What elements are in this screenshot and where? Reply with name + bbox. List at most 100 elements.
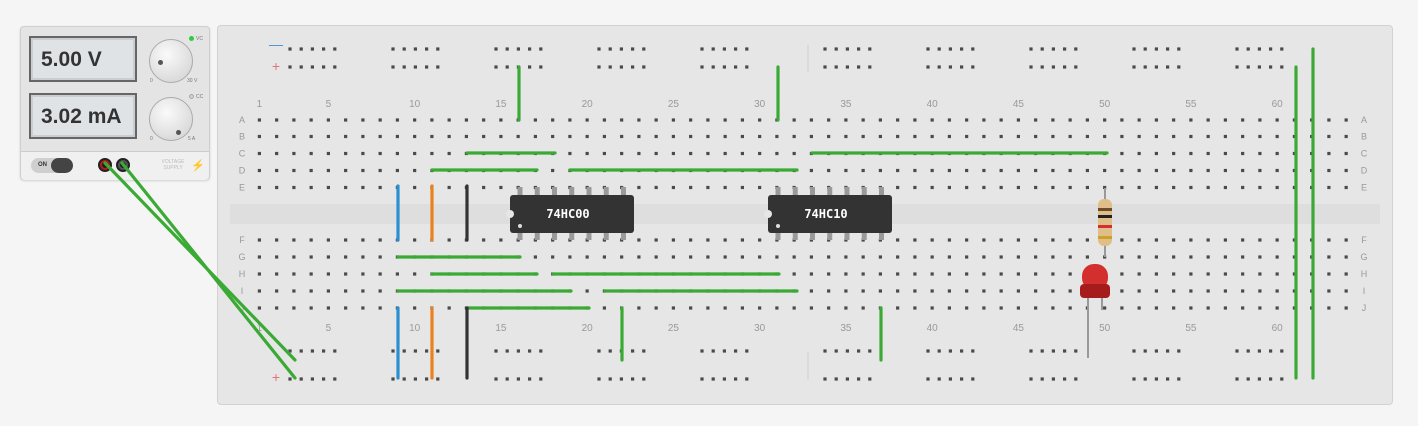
breadboard-hole [1189,134,1193,139]
breadboard-hole [1137,238,1141,242]
breadboard-hole [758,185,762,190]
rail-hole [310,65,314,69]
rail-hole [1235,65,1239,69]
breadboard-hole [689,255,693,259]
breadboard-hole [1223,185,1227,190]
breadboard-hole [1258,255,1262,259]
breadboard-hole [999,168,1003,173]
breadboard-hole [499,185,503,190]
rail-hole [310,349,314,353]
led-base [1080,284,1110,298]
breadboard-hole [947,306,951,310]
rail-hole [857,65,861,69]
breadboard-hole [257,185,261,190]
breadboard-hole [896,289,900,293]
breadboard-hole [1016,185,1020,190]
vc-indicator-led [189,36,194,41]
breadboard-hole [861,255,865,259]
current-knob[interactable] [149,97,193,141]
breadboard-hole [1154,306,1158,310]
wires [103,47,1315,380]
breadboard-hole [740,255,744,259]
breadboard-hole [947,289,951,293]
row-letter-right: J [1362,303,1367,313]
breadboard-hole [361,238,365,242]
breadboard-hole [706,255,710,259]
breadboard-hole [999,289,1003,293]
psu-wire-negative [120,161,297,380]
power-switch[interactable]: ON [31,158,73,173]
rail-hole [391,349,395,353]
chip-pin [879,231,884,240]
cc-indicator-label: CC [196,94,204,100]
breadboard-hole [1344,272,1348,276]
breadboard-hole [809,255,813,259]
breadboard-hole [1223,255,1227,259]
rail-hole [1246,65,1250,69]
rail-hole [722,349,726,353]
rail-hole [937,377,941,381]
rail-hole [631,65,635,69]
rail-hole [948,47,952,51]
rail-hole [1177,47,1181,51]
breadboard-hole [1034,272,1038,276]
rail-hole [1029,349,1033,353]
breadboard-hole [689,238,693,242]
voltage-knob-min-label: 0 [150,78,153,84]
breadboard-hole [1068,289,1072,293]
row-letter-left: D [239,166,246,176]
breadboard-hole [602,255,606,259]
breadboard-hole [775,134,779,139]
breadboard-hole [413,168,417,173]
breadboard-hole [1275,255,1279,259]
breadboard-hole [275,118,279,122]
breadboard-hole [861,272,865,276]
chip-pin [775,231,781,240]
breadboard-hole [1034,255,1038,259]
voltage-knob[interactable] [149,39,193,83]
breadboard-hole [326,185,330,190]
breadboard-hole [896,134,900,139]
breadboard-hole [1016,272,1020,276]
breadboard-hole [1016,238,1020,242]
breadboard-hole [1241,238,1245,242]
rail-hole [745,47,749,51]
breadboard-hole [896,168,900,173]
breadboard-hole [671,255,675,259]
rail-hole [823,47,827,51]
rail-hole [539,65,543,69]
breadboard-hole [1206,289,1210,293]
breadboard-hole [344,185,348,190]
breadboard-hole [1016,134,1020,139]
breadboard-hole [1154,255,1158,259]
breadboard-hole [930,238,934,242]
rail-hole [322,349,326,353]
breadboard-hole [827,306,831,310]
power-supply[interactable]: 5.00 V 3.02 mA 0 30 V 0 5 A VC CC ON VOL… [20,26,210,180]
breadboard-hole [982,118,986,122]
breadboard-hole [309,118,313,122]
breadboard-hole [378,272,382,276]
breadboard-hole [1068,306,1072,310]
row-letter-right: D [1361,166,1368,176]
breadboard-hole [275,151,279,156]
rail-hole [700,377,704,381]
column-number-top: 55 [1185,99,1197,110]
breadboard-hole [1275,289,1279,293]
rail-hole [539,349,543,353]
breadboard-hole [585,134,589,139]
breadboard-hole [1206,168,1210,173]
breadboard-hole [1120,272,1124,276]
chip-pin [810,231,815,240]
breadboard-hole [1051,134,1055,139]
rail-hole [960,377,964,381]
breadboard-hole [257,306,261,310]
breadboard-hole [723,118,727,122]
column-number-bottom: 45 [1013,323,1025,334]
breadboard-hole [1016,289,1020,293]
breadboard-hole [930,168,934,173]
breadboard-hole [1172,306,1176,310]
rail-hole [505,65,509,69]
breadboard-hole [257,168,261,173]
breadboard-hole [809,118,813,122]
